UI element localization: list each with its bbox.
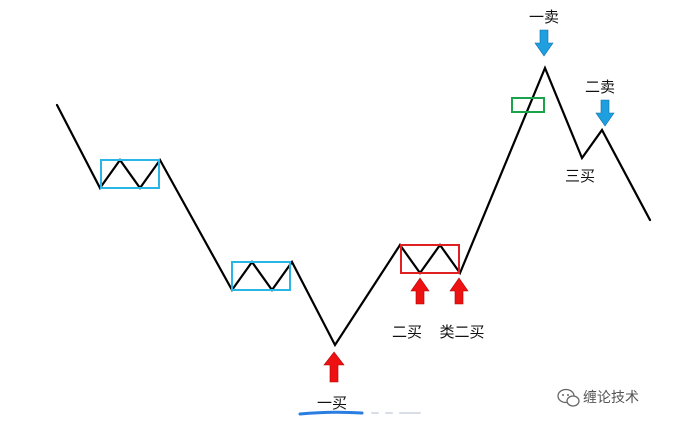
arrow-up-icon — [323, 351, 345, 383]
wechat-icon — [557, 388, 580, 407]
arrow-up-icon — [449, 277, 469, 305]
label-buy2: 二买 — [392, 323, 422, 341]
label-sell2: 二卖 — [585, 78, 615, 96]
arrow-down-icon — [534, 29, 554, 57]
label-buy1: 一买 — [317, 394, 347, 412]
watermark-text: 缠论技术 — [583, 389, 639, 406]
label-buy2-like: 类二买 — [439, 323, 484, 341]
arrow-down-icon — [595, 99, 615, 127]
pivot-box-3 — [400, 244, 460, 274]
arrow-up-icon — [410, 277, 430, 305]
label-underline — [298, 410, 364, 416]
pivot-box-1 — [100, 159, 160, 189]
pivot-box-2 — [231, 261, 291, 291]
label-buy3: 三买 — [565, 167, 595, 185]
pivot-box-small — [511, 97, 545, 113]
label-sell1: 一卖 — [529, 8, 559, 26]
price-line — [55, 65, 652, 348]
